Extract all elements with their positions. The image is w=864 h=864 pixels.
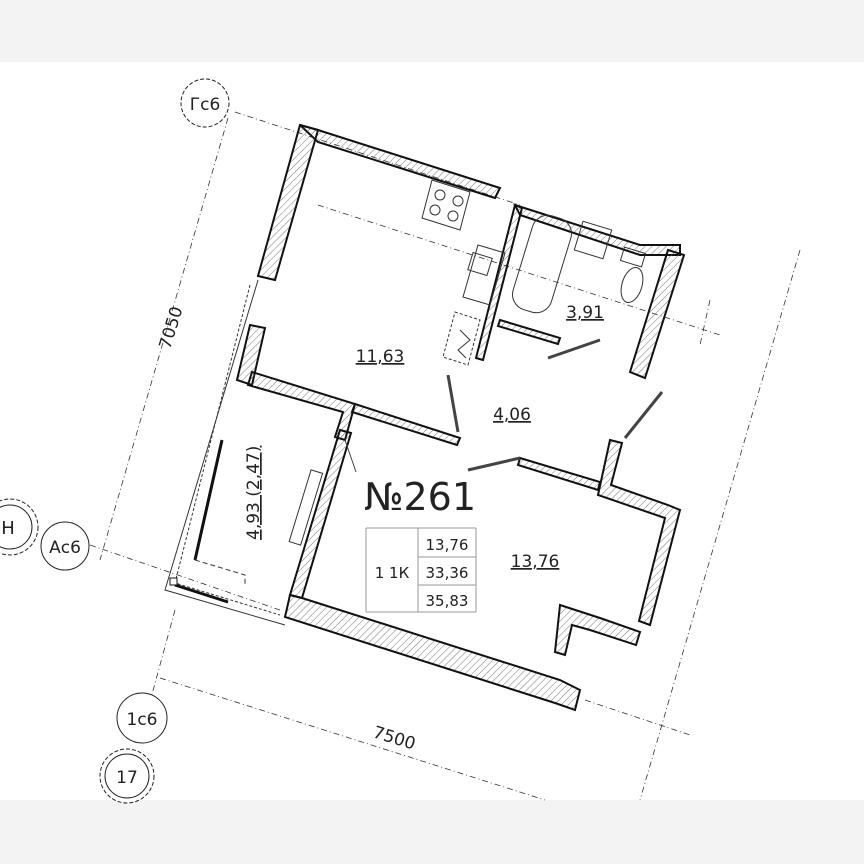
toilet-icon <box>620 267 644 303</box>
room-area-kitchen: 11,63 <box>356 347 405 367</box>
wall-notch <box>553 603 642 657</box>
summary-value: 33,36 <box>426 564 469 582</box>
axis-marker-gc6: Гс6 <box>190 95 221 115</box>
bathtub-icon <box>512 214 572 314</box>
wall-living-right <box>596 438 682 627</box>
dimension-vertical: 7050 <box>156 304 188 351</box>
axis-markers <box>0 78 230 804</box>
sink-icon <box>462 244 506 306</box>
summary-value: 35,83 <box>426 592 469 610</box>
walls <box>235 123 686 712</box>
axis-marker-1c6: 1с6 <box>127 710 158 730</box>
wall-bath-hall <box>496 318 562 346</box>
wall-left-upper <box>256 123 320 282</box>
stove-icon <box>421 179 471 231</box>
washbasin-icon <box>573 220 613 260</box>
bathroom-fixtures <box>512 214 647 314</box>
apartment-number: №261 <box>364 475 476 519</box>
axis-marker-n: Н <box>1 518 15 539</box>
wall-hall-living <box>516 456 602 492</box>
room-area-bathroom: 3,91 <box>566 303 604 323</box>
axis-marker-ac6: Ас6 <box>49 538 81 558</box>
wall-top <box>299 124 502 200</box>
doors <box>344 338 664 473</box>
wall-top-bath <box>513 203 681 256</box>
wall-kitchen-balcony <box>246 370 357 442</box>
wall-kitchen-hall <box>350 402 462 447</box>
wall-living-bottom <box>283 593 582 712</box>
summary-value: 13,76 <box>426 536 469 554</box>
room-area-living: 13,76 <box>511 552 560 572</box>
balcony <box>164 279 324 626</box>
kitchen-fixtures <box>421 179 506 366</box>
axis-marker-17: 17 <box>116 768 138 788</box>
summary-type: 1 1К <box>375 564 410 582</box>
dimension-lines <box>89 111 801 801</box>
summary-table <box>365 527 477 613</box>
wall-kitchen-bath <box>474 203 524 362</box>
dimension-horizontal: 7500 <box>371 723 418 755</box>
room-area-balcony: 4,93 (2,47) <box>244 446 264 540</box>
room-area-hallway: 4,06 <box>493 405 531 425</box>
wall-bath-right <box>628 248 686 380</box>
